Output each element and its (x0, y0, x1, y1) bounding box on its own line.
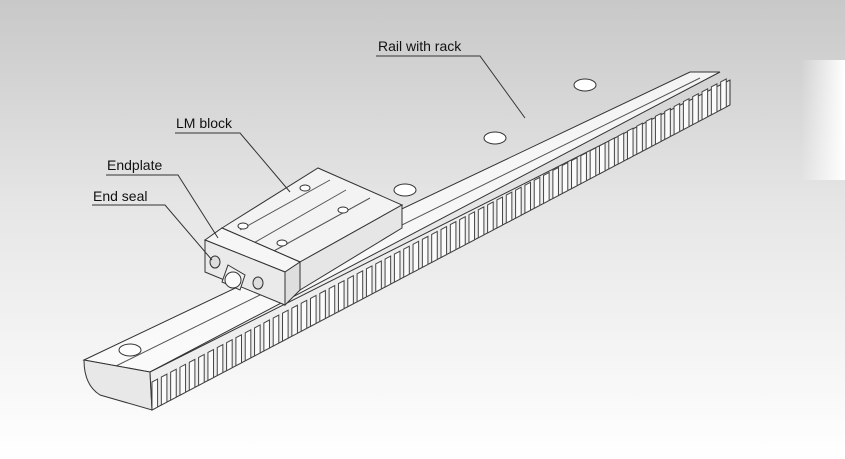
leader-rail (376, 55, 526, 119)
mounting-holes (118, 78, 597, 357)
leader-seal (92, 204, 213, 261)
endplate (203, 227, 302, 307)
label-end-seal: End seal (93, 188, 148, 204)
leader-lines (92, 55, 526, 261)
leader-block (175, 132, 291, 193)
label-lm-block: LM block (176, 115, 233, 131)
rail-end-face (83, 359, 153, 411)
leader-endplate (106, 174, 219, 239)
grease-nipple (209, 255, 264, 291)
label-endplate: Endplate (107, 157, 163, 173)
label-rail-with-rack: Rail with rack (378, 38, 462, 54)
